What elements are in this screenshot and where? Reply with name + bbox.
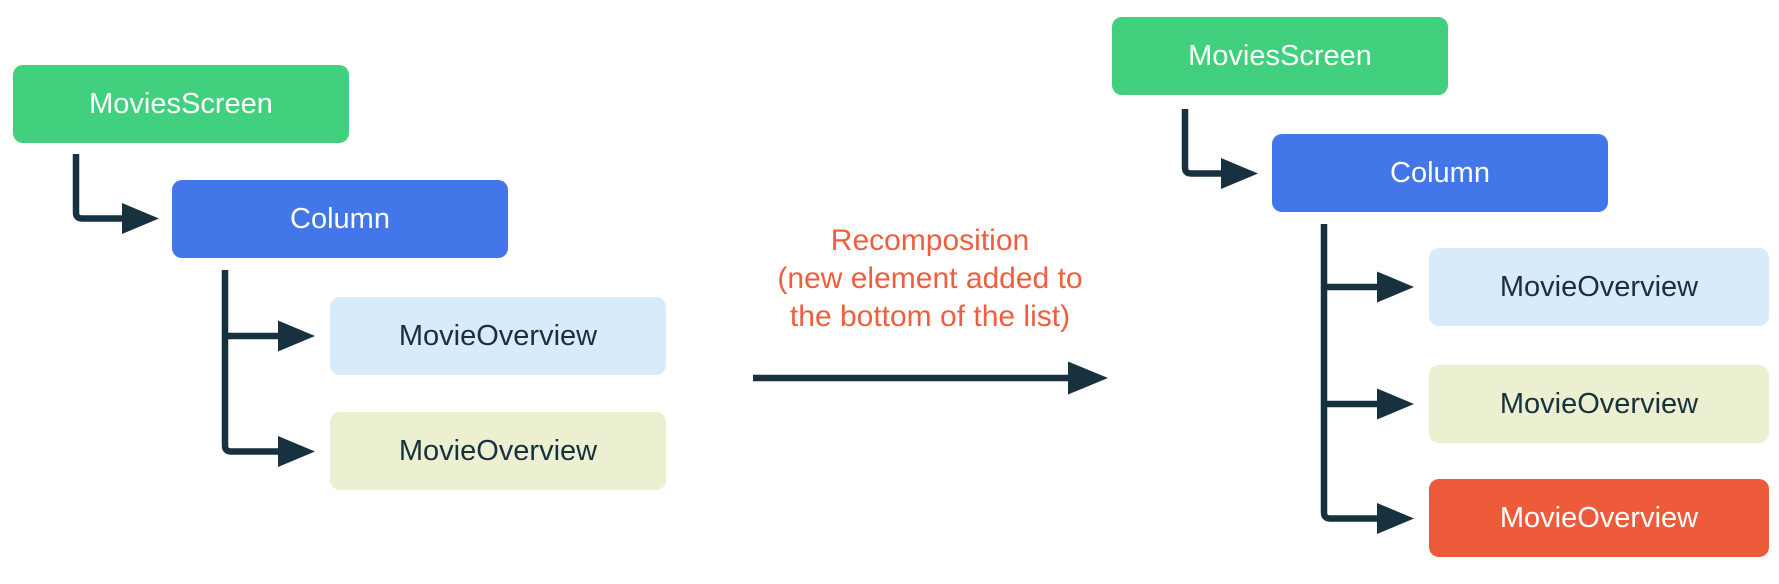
caption-line-1: Recomposition — [830, 224, 1030, 257]
arrowhead-after-movieoverview-3 — [1377, 503, 1414, 534]
recomposition-caption: Recomposition (new element added to the … — [742, 222, 1118, 336]
connector-after-column-trunk — [1320, 224, 1379, 522]
after-node-movies-screen: MoviesScreen — [1112, 17, 1448, 95]
before-node-movie-overview-2: MovieOverview — [330, 412, 666, 490]
arrowhead-before-movieoverview-2 — [278, 436, 315, 467]
arrowhead-before-movieoverview-1 — [278, 320, 315, 352]
caption-line-3: the bottom of the list) — [789, 300, 1071, 333]
before-node-column: Column — [172, 180, 508, 258]
before-node-movies-screen: MoviesScreen — [13, 65, 349, 143]
connector-before-column-trunk — [221, 270, 280, 455]
arrowhead-before-column — [122, 203, 159, 234]
before-node-movie-overview-1: MovieOverview — [330, 297, 666, 375]
connector-after-moviesscreen-column — [1181, 109, 1223, 177]
recomposition-arrowhead — [1068, 361, 1108, 395]
after-node-movie-overview-1: MovieOverview — [1429, 248, 1769, 326]
after-node-movie-overview-2: MovieOverview — [1429, 365, 1769, 443]
arrowhead-after-column — [1221, 158, 1258, 189]
arrowhead-after-movieoverview-1 — [1377, 271, 1414, 303]
after-node-movie-overview-3-new: MovieOverview — [1429, 479, 1769, 557]
after-node-column: Column — [1272, 134, 1608, 212]
connector-lines — [72, 109, 1379, 522]
connector-before-moviesscreen-column — [72, 154, 124, 222]
caption-line-2: (new element added to — [777, 262, 1083, 295]
arrowhead-after-movieoverview-2 — [1377, 388, 1414, 420]
